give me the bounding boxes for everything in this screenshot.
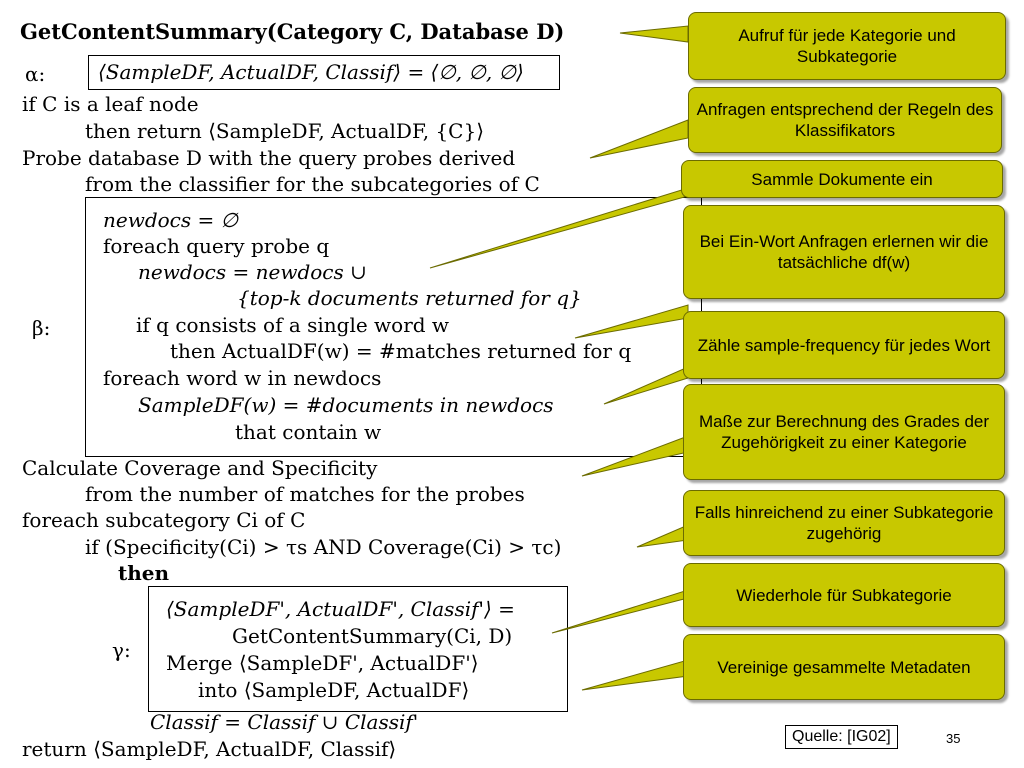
callout-single-word-df: Bei Ein-Wort Anfragen erlernen wir die t… [683,205,1005,299]
then-line: then [118,561,170,585]
callout-repeat-subcategory: Wiederhole für Subkategorie [683,563,1005,627]
callout-call-each-category: Aufruf für jede Kategorie und Subkategor… [688,12,1006,80]
probe-line-1: Probe database D with the query probes d… [22,146,516,170]
then-return-line: then return ⟨SampleDF, ActualDF, {C}⟩ [85,119,484,143]
alpha-expression: ⟨SampleDF, ActualDF, Classif⟩ = ⟨∅, ∅, ∅… [98,60,524,84]
source-citation: Quelle: [IG02] [785,725,898,749]
callout-membership-measures: Maße zur Berechnung des Grades der Zugeh… [683,384,1005,480]
algorithm-title: GetContentSummary(Category C, Database D… [20,19,565,44]
gamma-line-4: into ⟨SampleDF, ActualDF⟩ [198,678,470,702]
classif-union-line: Classif = Classif ∪ Classif' [150,710,419,734]
callout-collect-documents: Sammle Dokumente ein [681,160,1003,198]
gamma-label: γ: [112,638,131,662]
pointer-9 [581,659,689,691]
gamma-box [148,586,568,712]
callout-merge-metadata: Vereinige gesammelte Metadaten [683,634,1005,700]
beta-label: β: [32,316,51,340]
beta-line-6: then ActualDF(w) = #matches returned for… [170,339,632,363]
return-line: return ⟨SampleDF, ActualDF, Classif⟩ [22,737,397,761]
beta-line-1: newdocs = ∅ [103,208,239,232]
alpha-label: α: [25,62,46,86]
beta-line-2: foreach query probe q [103,234,330,258]
pointer-4 [574,304,689,339]
pointer-8 [551,589,689,634]
callout-sample-frequency: Zähle sample-frequency für jedes Wort [683,311,1005,379]
callout-queries-classifier: Anfragen entsprechend der Regeln des Kla… [688,87,1002,153]
callout-sufficient-subcategory: Falls hinreichend zu einer Subkategorie … [683,490,1005,556]
foreach-subcategory-line: foreach subcategory Ci of C [22,508,306,532]
gamma-line-3: Merge ⟨SampleDF', ActualDF'⟩ [166,651,479,675]
beta-line-7: foreach word w in newdocs [103,366,382,390]
gamma-line-1: ⟨SampleDF', ActualDF', Classif'⟩ = [166,597,515,621]
if-leaf-line: if C is a leaf node [22,92,199,116]
pointer-7 [636,524,689,548]
beta-line-4: {top-k documents returned for q} [237,286,582,310]
if-specificity-line: if (Specificity(Ci) > τs AND Coverage(Ci… [85,535,562,559]
gamma-line-2: GetContentSummary(Ci, D) [232,624,513,648]
beta-line-5: if q consists of a single word w [136,313,450,337]
beta-line-9: that contain w [235,420,382,444]
pointer-5 [603,366,689,405]
pointer-6 [581,435,689,477]
page-number: 35 [946,731,961,746]
calculate-line-2: from the number of matches for the probe… [85,482,525,506]
calculate-line-1: Calculate Coverage and Specificity [22,456,378,480]
probe-line-2: from the classifier for the subcategorie… [85,172,540,196]
beta-line-8: SampleDF(w) = #documents in newdocs [138,393,554,417]
pointer-2 [589,119,689,159]
pointer-1 [619,25,689,43]
beta-line-3: newdocs = newdocs ∪ [138,260,367,284]
pointer-3 [429,187,689,269]
alpha-box [88,55,560,90]
